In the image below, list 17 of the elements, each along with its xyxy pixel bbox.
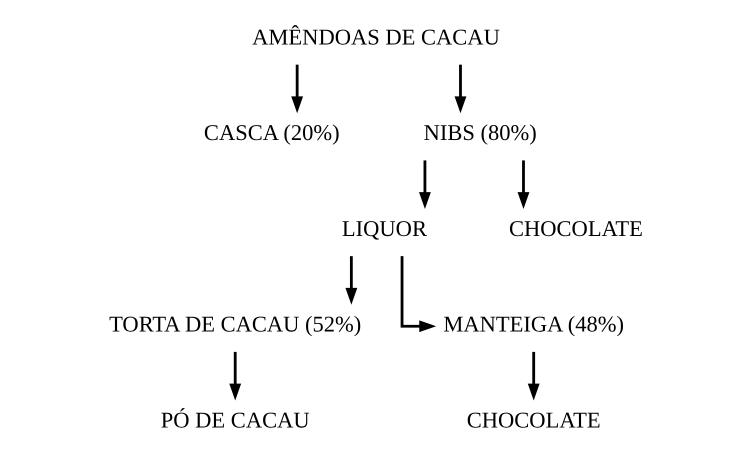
- node-text: MANTEIGA (48%): [443, 312, 624, 337]
- node-text: CHOCOLATE: [466, 407, 601, 432]
- node-text: TORTA DE CACAU (52%): [109, 312, 362, 337]
- node-text: LIQUOR: [342, 216, 427, 241]
- arrow: [528, 352, 540, 401]
- arrow: [400, 256, 436, 332]
- node-text: AMÊNDOAS DE CACAU: [252, 24, 500, 50]
- arrow: [345, 256, 358, 305]
- arrow: [518, 160, 530, 210]
- node-text: NIBS (80%): [424, 120, 537, 146]
- arrow: [229, 352, 242, 401]
- node-text: CHOCOLATE: [509, 216, 643, 241]
- node-text: PÓ DE CACAU: [160, 407, 310, 432]
- arrow: [454, 64, 466, 114]
- node-text: CASCA (20%): [204, 120, 340, 146]
- arrow: [291, 64, 304, 114]
- arrow: [419, 160, 431, 210]
